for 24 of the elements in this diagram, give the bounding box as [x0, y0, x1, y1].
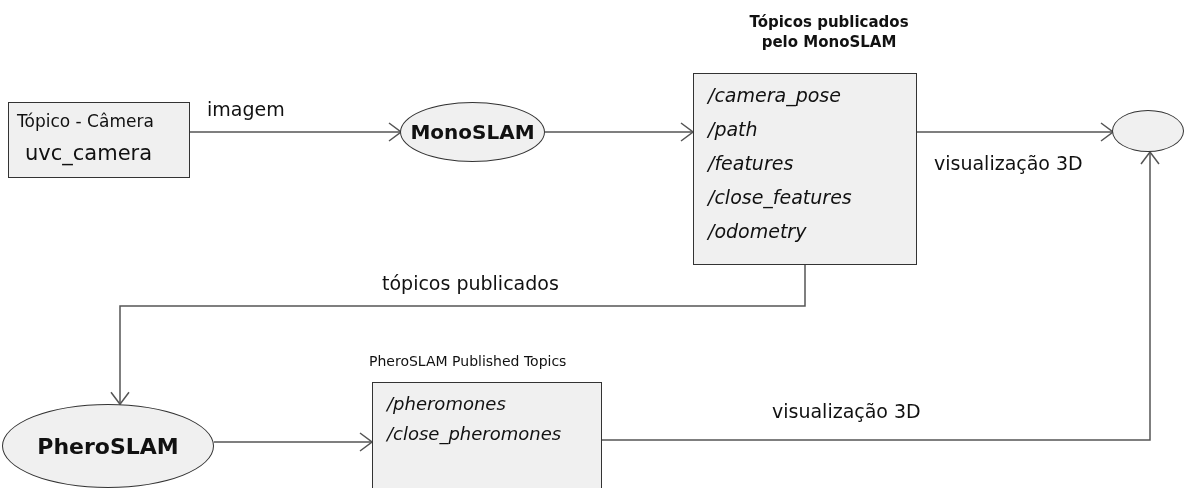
topic-name: /pheromones [387, 393, 506, 414]
edge-label: tópicos publicados [380, 272, 561, 294]
edge-label: imagem [205, 98, 287, 120]
box-heading: Tópico - Câmera [17, 111, 154, 131]
arrow [601, 151, 1160, 441]
edge-label: visualização 3D [932, 152, 1085, 174]
box-heading: PheroSLAM Published Topics [369, 353, 567, 369]
topic-name: /features [708, 152, 794, 174]
topic-name: /close_pheromones [387, 423, 562, 444]
arrow [189, 122, 402, 142]
arrow [544, 122, 694, 142]
box-heading: Tópicos publicados pelo MonoSLAM [748, 12, 910, 53]
topic-name: /odometry [708, 220, 807, 242]
arrow [213, 432, 373, 452]
node-label: MonoSLAM [410, 120, 535, 144]
topic-name: uvc_camera [25, 141, 153, 165]
topic-name: /close_features [708, 186, 852, 208]
topic-name: /camera_pose [708, 84, 841, 106]
node-label: PheroSLAM [37, 433, 179, 459]
arrow [916, 122, 1114, 142]
arrow [110, 264, 806, 405]
edge-label: visualização 3D [770, 400, 923, 422]
topic-box [8, 102, 190, 178]
topic-name: /path [708, 118, 758, 140]
